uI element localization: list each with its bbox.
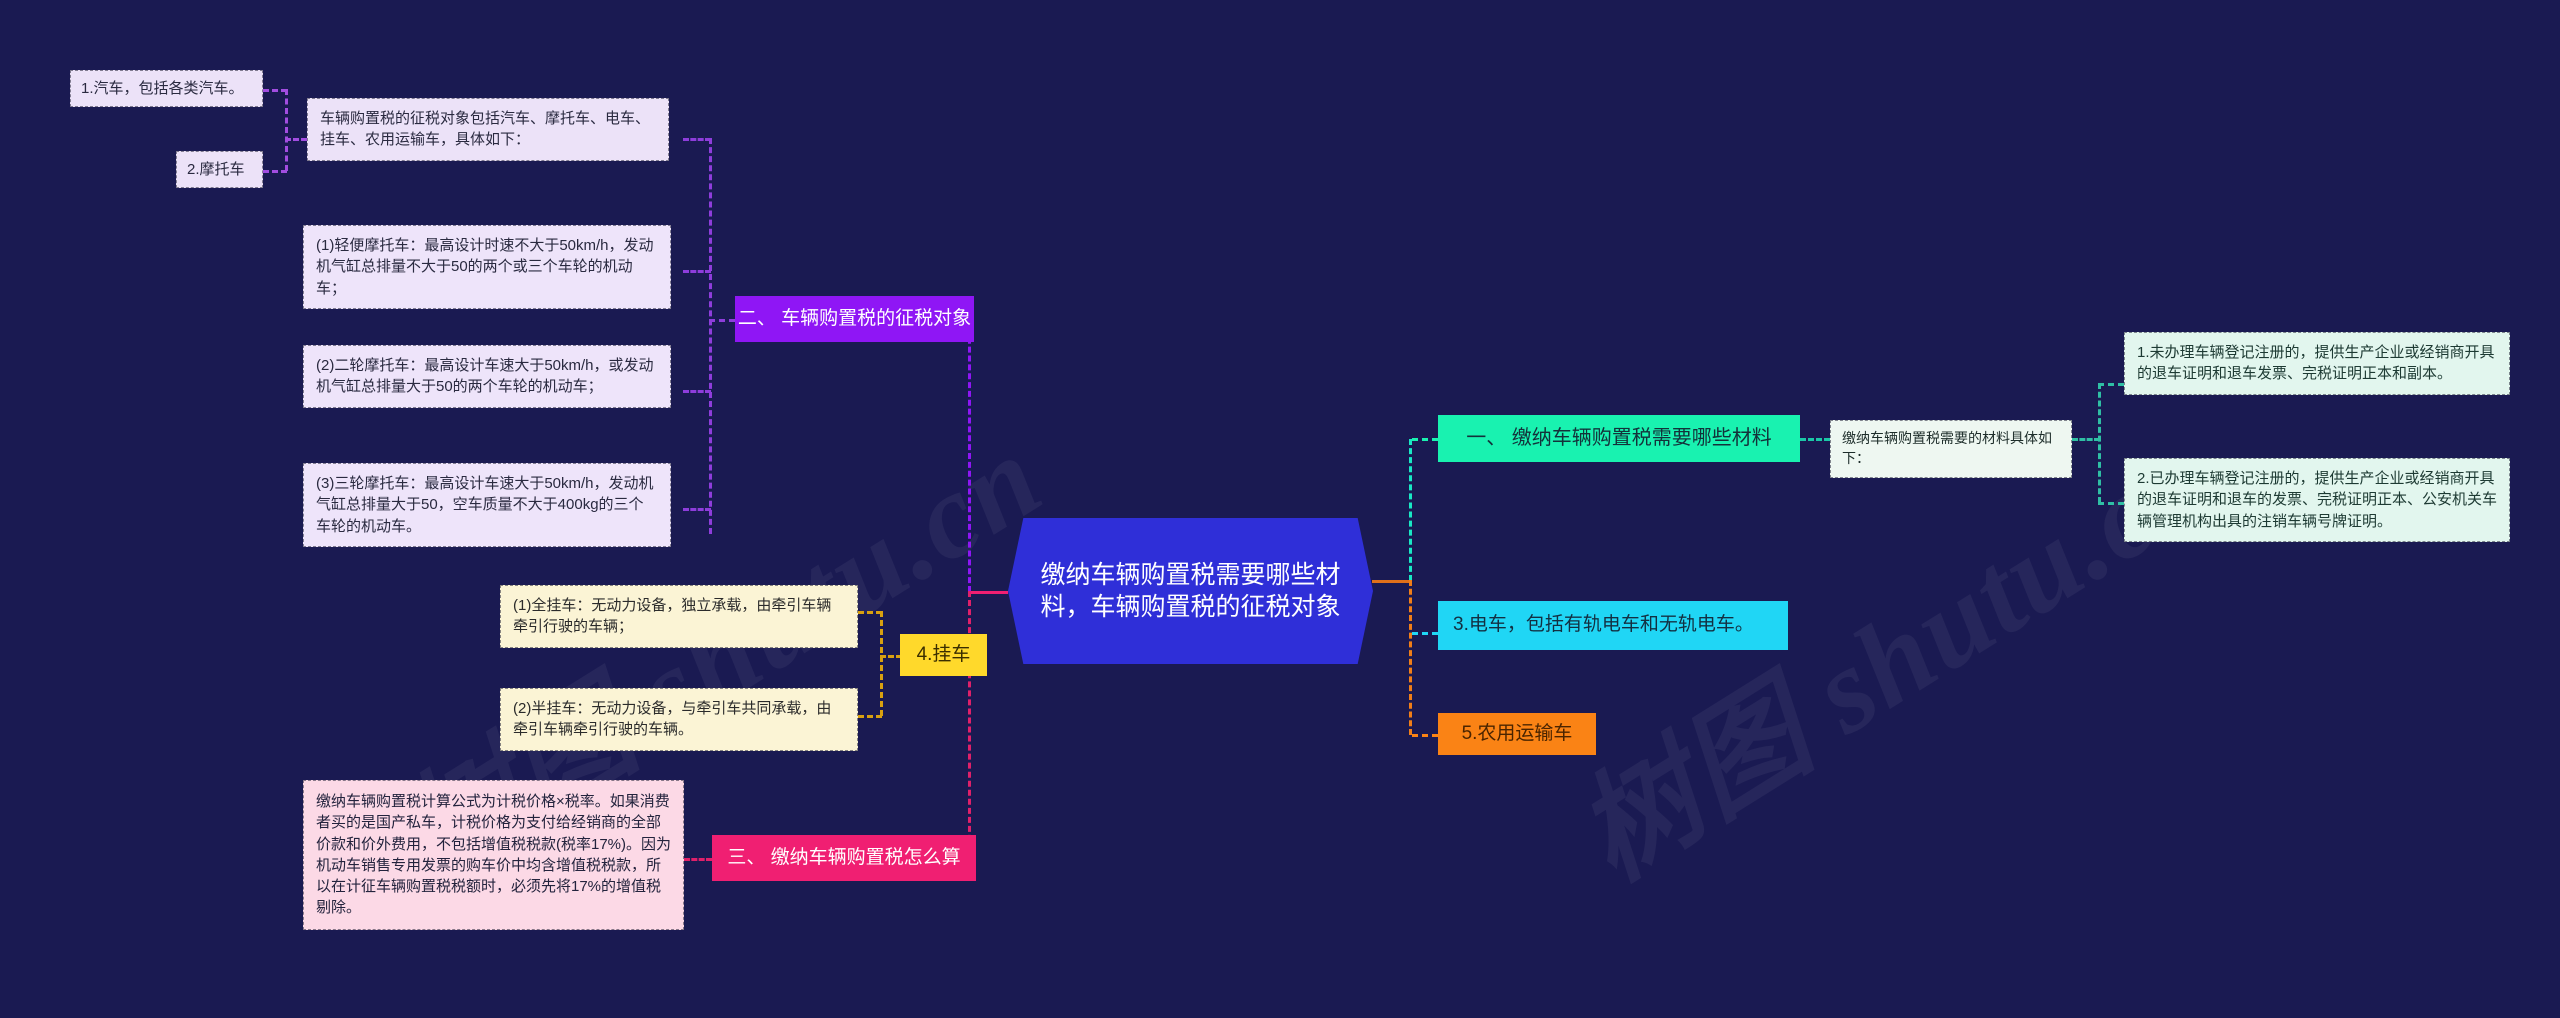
connector-branch2-stub (709, 319, 735, 322)
connector-b2-child-2 (683, 270, 711, 273)
connector-right-trunk-upper (1409, 439, 1412, 581)
connector-materials-trunk (2098, 383, 2101, 503)
connector-trailer-stub (880, 655, 902, 658)
node-item-2[interactable]: 2.摩托车 (176, 151, 263, 189)
connector-to-materials-intro (1800, 438, 1830, 441)
node-moto-2[interactable]: (2)二轮摩托车：最高设计车速大于50km/h，或发动机气缸总排量大于50的两个… (303, 345, 671, 408)
connector-calc-text (684, 858, 712, 861)
connector-item-2 (263, 170, 287, 173)
connector-to-branch-farm (1412, 734, 1438, 737)
connector-material-1 (2098, 383, 2124, 386)
connector-root-right (1372, 580, 1412, 583)
node-material-2[interactable]: 2.已办理车辆登记注册的，提供生产企业或经销商开具的退车证明和退车的发票、完税证… (2124, 458, 2510, 542)
connector-trailer-trunk (880, 611, 883, 716)
connector-to-branch-tram (1412, 632, 1438, 635)
node-moto-1[interactable]: (1)轻便摩托车：最高设计时速不大于50km/h，发动机气缸总排量不大于50的两… (303, 225, 671, 309)
node-intro-objects[interactable]: 车辆购置税的征税对象包括汽车、摩托车、电车、挂车、农用运输车，具体如下： (307, 98, 669, 161)
node-moto-3[interactable]: (3)三轮摩托车：最高设计车速大于50km/h，发动机气缸总排量大于50，空车质… (303, 463, 671, 547)
node-branch-2[interactable]: 二、 车辆购置税的征税对象 (735, 296, 974, 342)
node-branch-farm[interactable]: 5.农用运输车 (1438, 713, 1596, 755)
connector-material-2 (2098, 502, 2124, 505)
connector-item-1 (263, 89, 287, 92)
connector-b2-child-1 (683, 138, 711, 141)
node-calc-text[interactable]: 缴纳车辆购置税计算公式为计税价格×税率。如果消费者买的是国产私车，计税价格为支付… (303, 780, 684, 930)
node-branch-3[interactable]: 三、 缴纳车辆购置税怎么算 (712, 835, 976, 881)
connector-right-trunk-lower (1409, 580, 1412, 735)
connector-branch2-trunk (709, 138, 712, 534)
node-branch-tram[interactable]: 3.电车，包括有轨电车和无轨电车。 (1438, 601, 1788, 650)
node-material-1[interactable]: 1.未办理车辆登记注册的，提供生产企业或经销商开具的退车证明和退车发票、完税证明… (2124, 332, 2510, 395)
connector-materials-stub (2072, 438, 2100, 441)
connector-intro-trunk (285, 89, 288, 171)
connector-trailer-2 (858, 715, 882, 718)
root-node[interactable]: 缴纳车辆购置税需要哪些材料，车辆购置税的征税对象 (1008, 518, 1373, 664)
connector-root-left (968, 591, 1008, 594)
connector-left-trunk-lower (968, 591, 971, 859)
connector-intro-stub (285, 138, 307, 141)
connector-b2-child-4 (683, 508, 711, 511)
connector-trailer-1 (858, 611, 882, 614)
connector-b2-child-3 (683, 390, 711, 393)
node-materials-intro[interactable]: 缴纳车辆购置税需要的材料具体如下： (1830, 420, 2072, 478)
node-trailer-2[interactable]: (2)半挂车：无动力设备，与牵引车共同承载，由牵引车辆牵引行驶的车辆。 (500, 688, 858, 751)
node-trailer-1[interactable]: (1)全挂车：无动力设备，独立承载，由牵引车辆牵引行驶的车辆； (500, 585, 858, 648)
connector-to-branch-1 (1412, 438, 1438, 441)
node-branch-trailer[interactable]: 4.挂车 (900, 634, 987, 676)
node-branch-1[interactable]: 一、 缴纳车辆购置税需要哪些材料 (1438, 415, 1800, 462)
connector-left-trunk-upper (968, 320, 971, 592)
node-item-1[interactable]: 1.汽车，包括各类汽车。 (70, 70, 263, 108)
